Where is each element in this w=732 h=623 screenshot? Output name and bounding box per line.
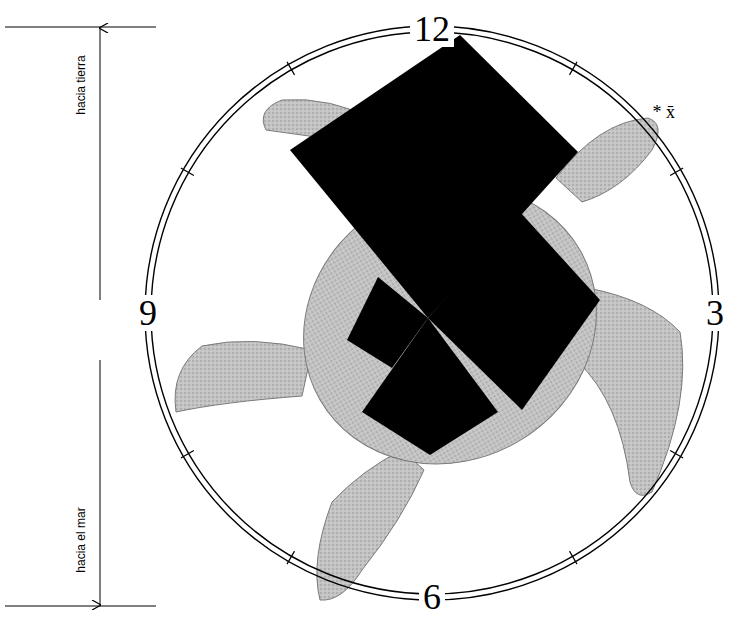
dial-tick — [570, 62, 578, 75]
dial-tick — [670, 451, 683, 459]
rose-petal — [362, 318, 498, 455]
direction-label: hacia el mar — [73, 505, 87, 574]
rear-flipper — [317, 450, 424, 600]
hour-number: 12 — [410, 11, 454, 47]
hour-number: 3 — [702, 295, 728, 331]
arrow-sea — [100, 360, 101, 605]
hour-number: 9 — [135, 295, 161, 331]
direction-brackets — [5, 27, 156, 606]
dial-tick — [181, 451, 194, 459]
clock-dial — [145, 26, 719, 600]
hour-number: 6 — [419, 579, 445, 615]
turtle-head — [556, 118, 658, 202]
mean-marker: * x̄ — [653, 103, 676, 121]
direction-label: hacia tierra — [73, 53, 87, 116]
dial-ticks — [181, 62, 683, 564]
dial-outer — [145, 26, 719, 600]
bracket-line — [5, 606, 156, 607]
arrow-land — [100, 28, 101, 300]
bracket-line — [5, 27, 156, 28]
dial-tick — [287, 551, 295, 564]
dial-tick — [670, 168, 683, 176]
dial-inner — [151, 32, 713, 594]
dial-tick — [287, 62, 295, 75]
dial-tick — [570, 551, 578, 564]
rear-left-flipper — [175, 341, 312, 412]
rose-diagram — [290, 35, 600, 455]
dial-tick — [181, 168, 194, 176]
